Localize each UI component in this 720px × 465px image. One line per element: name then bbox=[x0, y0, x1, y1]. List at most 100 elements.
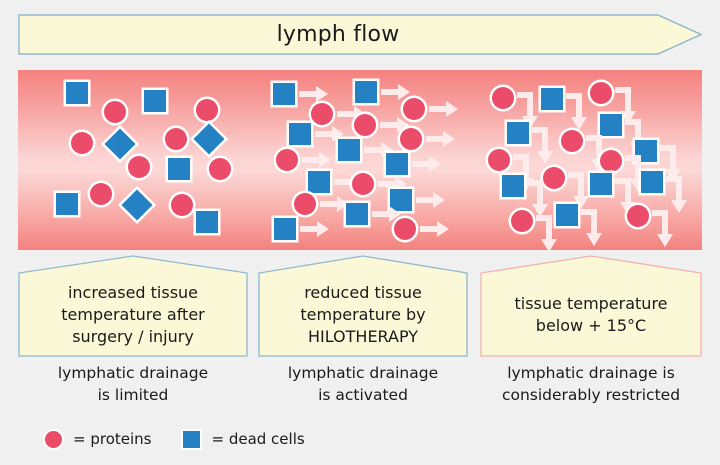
caption-text-panel-1: increased tissue temperature after surge… bbox=[18, 273, 248, 357]
dead-cell-square-icon bbox=[144, 90, 166, 112]
legend-label: = dead cells bbox=[211, 430, 305, 448]
panel-increased-temperature bbox=[18, 70, 255, 250]
flow-arrow-right-icon bbox=[429, 101, 458, 117]
lymph-vessel-band bbox=[18, 70, 702, 252]
protein-circle-icon bbox=[492, 87, 514, 109]
flow-arrow-right-down-icon bbox=[666, 176, 687, 213]
protein-circle-icon bbox=[276, 149, 298, 171]
protein-circle-icon bbox=[196, 99, 218, 121]
subcaption-line: is activated bbox=[318, 386, 408, 404]
protein-circle-icon bbox=[71, 132, 93, 154]
dead-cell-square-icon bbox=[600, 114, 622, 136]
protein-circle-icon bbox=[171, 194, 193, 216]
chevron-box-shape-icon bbox=[18, 255, 248, 357]
caption-box-panel-3: tissue temperature below + 15°C bbox=[480, 255, 702, 357]
caption-line: HILOTHERAPY bbox=[307, 327, 419, 346]
panel-reduced-temperature bbox=[255, 70, 477, 250]
caption-line: surgery / injury bbox=[72, 327, 194, 346]
dead-cell-square-icon bbox=[556, 204, 578, 226]
chevron-box-shape-icon bbox=[258, 255, 468, 357]
panel-below-15-temperature bbox=[477, 70, 702, 252]
protein-circle-icon bbox=[403, 98, 425, 120]
protein-circle-icon bbox=[511, 210, 533, 232]
protein-circle-icon bbox=[104, 101, 126, 123]
flow-arrow-right-icon bbox=[416, 192, 445, 208]
protein-circle-icon bbox=[294, 193, 316, 215]
flow-arrow-right-icon bbox=[300, 221, 329, 237]
flow-arrow bbox=[532, 127, 558, 169]
lymph-flow-banner: lymph flow bbox=[18, 12, 702, 57]
protein-circle-icon bbox=[352, 173, 374, 195]
flow-arrow-right-down-icon bbox=[652, 210, 673, 247]
protein-circle-icon bbox=[400, 128, 422, 150]
flow-arrow bbox=[300, 221, 330, 241]
flow-arrow-right-down-icon bbox=[581, 209, 602, 246]
flow-arrow bbox=[412, 156, 442, 176]
flow-arrow bbox=[416, 192, 446, 212]
flow-arrow-right-icon bbox=[302, 152, 331, 168]
protein-circle-icon bbox=[128, 156, 150, 178]
subcaption-panel-2: lymphatic drainage is activated bbox=[258, 362, 468, 406]
flow-arrow-right-down-icon bbox=[660, 145, 681, 182]
subcaption-panel-3: lymphatic drainage is considerably restr… bbox=[480, 362, 702, 406]
caption-text-panel-2: reduced tissue temperature by HILOTHERAP… bbox=[258, 273, 468, 357]
protein-circle-icon bbox=[45, 430, 62, 448]
subcaption-line: lymphatic drainage bbox=[287, 364, 439, 382]
dead-cell-square-icon bbox=[289, 123, 311, 145]
protein-circle-icon bbox=[561, 130, 583, 152]
caption-line: reduced tissue bbox=[304, 283, 422, 302]
right-arrow-banner-icon bbox=[18, 14, 702, 55]
flow-arrow bbox=[429, 101, 459, 121]
dead-cell-square-icon bbox=[196, 211, 218, 233]
flow-arrow bbox=[420, 221, 450, 241]
subcaption-line: lymphatic drainage is bbox=[507, 364, 675, 382]
dead-cell-square-icon bbox=[355, 81, 377, 103]
protein-circle-icon bbox=[165, 128, 187, 150]
legend: = proteins = dead cells bbox=[45, 430, 337, 448]
dead-cell-square-icon bbox=[390, 189, 412, 211]
dead-cell-square-icon bbox=[274, 218, 296, 240]
dead-cell-square-icon bbox=[338, 139, 360, 161]
flow-arrow bbox=[566, 93, 592, 135]
dead-cell-square-icon bbox=[193, 123, 225, 155]
dead-cell-square-icon bbox=[641, 171, 663, 193]
protein-circle-icon bbox=[394, 218, 416, 240]
caption-line: temperature after bbox=[61, 305, 205, 324]
dead-cell-square-icon bbox=[635, 140, 657, 162]
subcaption-line: lymphatic drainage bbox=[57, 364, 209, 382]
protein-circle-icon bbox=[627, 205, 649, 227]
protein-circle-icon bbox=[488, 149, 510, 171]
dead-cell-square-icon bbox=[56, 193, 78, 215]
flow-arrow-right-down-icon bbox=[532, 127, 553, 164]
protein-circle-icon bbox=[600, 150, 622, 172]
legend-item-dead-cells: = dead cells bbox=[183, 430, 305, 448]
protein-circle-icon bbox=[90, 183, 112, 205]
flow-arrow-right-icon bbox=[412, 156, 441, 172]
dead-cell-square-icon bbox=[346, 203, 368, 225]
dead-cell-square-icon bbox=[502, 175, 524, 197]
caption-box-panel-2: reduced tissue temperature by HILOTHERAP… bbox=[258, 255, 468, 357]
protein-circle-icon bbox=[590, 82, 612, 104]
dead-cell-square-icon bbox=[541, 88, 563, 110]
caption-line: tissue temperature bbox=[514, 294, 668, 313]
caption-line: temperature by bbox=[300, 305, 426, 324]
flow-arrow bbox=[660, 145, 686, 187]
dead-cell-square-icon bbox=[507, 122, 529, 144]
protein-circle-icon bbox=[311, 103, 333, 125]
flow-arrow-right-icon bbox=[381, 84, 410, 100]
chevron-box-shape-icon bbox=[480, 255, 702, 357]
flow-arrow bbox=[426, 131, 456, 151]
legend-label: = proteins bbox=[73, 430, 152, 448]
flow-arrow bbox=[302, 152, 332, 172]
flow-arrow-right-icon bbox=[426, 131, 455, 147]
caption-line: below + 15°C bbox=[535, 316, 647, 335]
protein-circle-icon bbox=[543, 167, 565, 189]
dead-cell-square-icon bbox=[386, 153, 408, 175]
flow-arrow-right-down-icon bbox=[566, 93, 587, 130]
caption-line: increased tissue bbox=[67, 283, 199, 302]
flow-arrow-right-icon bbox=[420, 221, 449, 237]
dead-cell-square-icon bbox=[121, 189, 153, 221]
flow-arrow-right-icon bbox=[299, 86, 328, 102]
legend-item-proteins: = proteins bbox=[45, 430, 151, 448]
dead-cell-square-icon bbox=[183, 430, 201, 448]
